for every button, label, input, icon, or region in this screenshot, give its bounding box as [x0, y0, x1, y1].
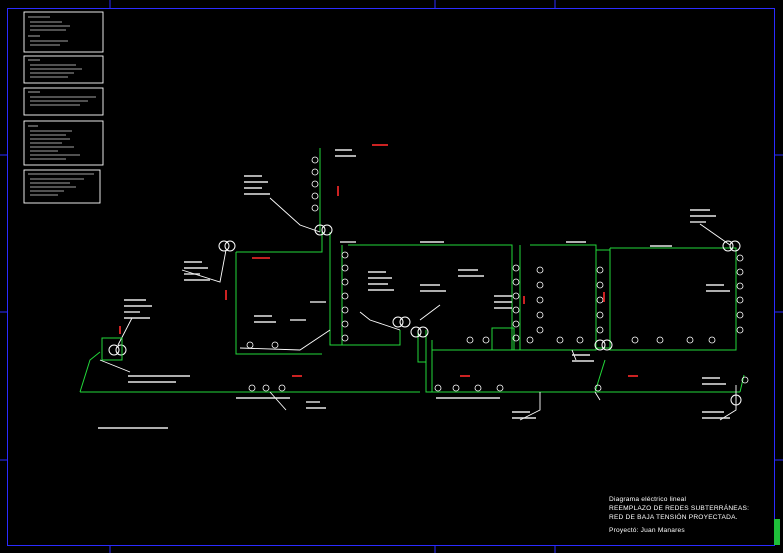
title-block: Diagrama eléctrico lineal REEMPLAZO DE R… — [609, 496, 777, 536]
transformer-icons — [108, 224, 742, 406]
title-line-2: REEMPLAZO DE REDES SUBTERRÁNEAS: — [609, 504, 750, 512]
transformer-icon — [722, 240, 741, 252]
transformer-icon — [108, 344, 127, 356]
meter-icon — [736, 254, 744, 334]
legend-boxes — [23, 11, 104, 204]
meter-icon — [536, 266, 544, 334]
meter-icon — [311, 156, 319, 212]
title-line-3: RED DE BAJA TENSIÓN PROYECTADA. — [609, 513, 738, 521]
meter-icon — [596, 266, 604, 334]
white-cables — [99, 197, 737, 421]
green-network — [79, 148, 745, 393]
meter-icon — [248, 376, 749, 392]
title-line-4: Proyectó: Juan Manares — [609, 527, 685, 535]
annotation-strokes — [98, 149, 730, 429]
transformer-icon — [314, 224, 333, 236]
transformer-icon — [392, 316, 411, 328]
sheet-tag — [774, 519, 780, 545]
transformer-icon — [594, 339, 613, 351]
meter-icon — [246, 336, 716, 349]
transformer-icon — [730, 394, 742, 406]
meter-icon — [512, 264, 520, 342]
transformer-icon — [410, 326, 429, 338]
transformer-icon — [218, 240, 236, 252]
legend-text-lines — [28, 16, 96, 196]
substation-boxes — [101, 327, 515, 361]
meter-columns — [246, 156, 749, 392]
red-markers — [119, 144, 638, 377]
meter-icon — [341, 251, 349, 342]
title-line-1: Diagrama eléctrico lineal — [609, 496, 687, 503]
